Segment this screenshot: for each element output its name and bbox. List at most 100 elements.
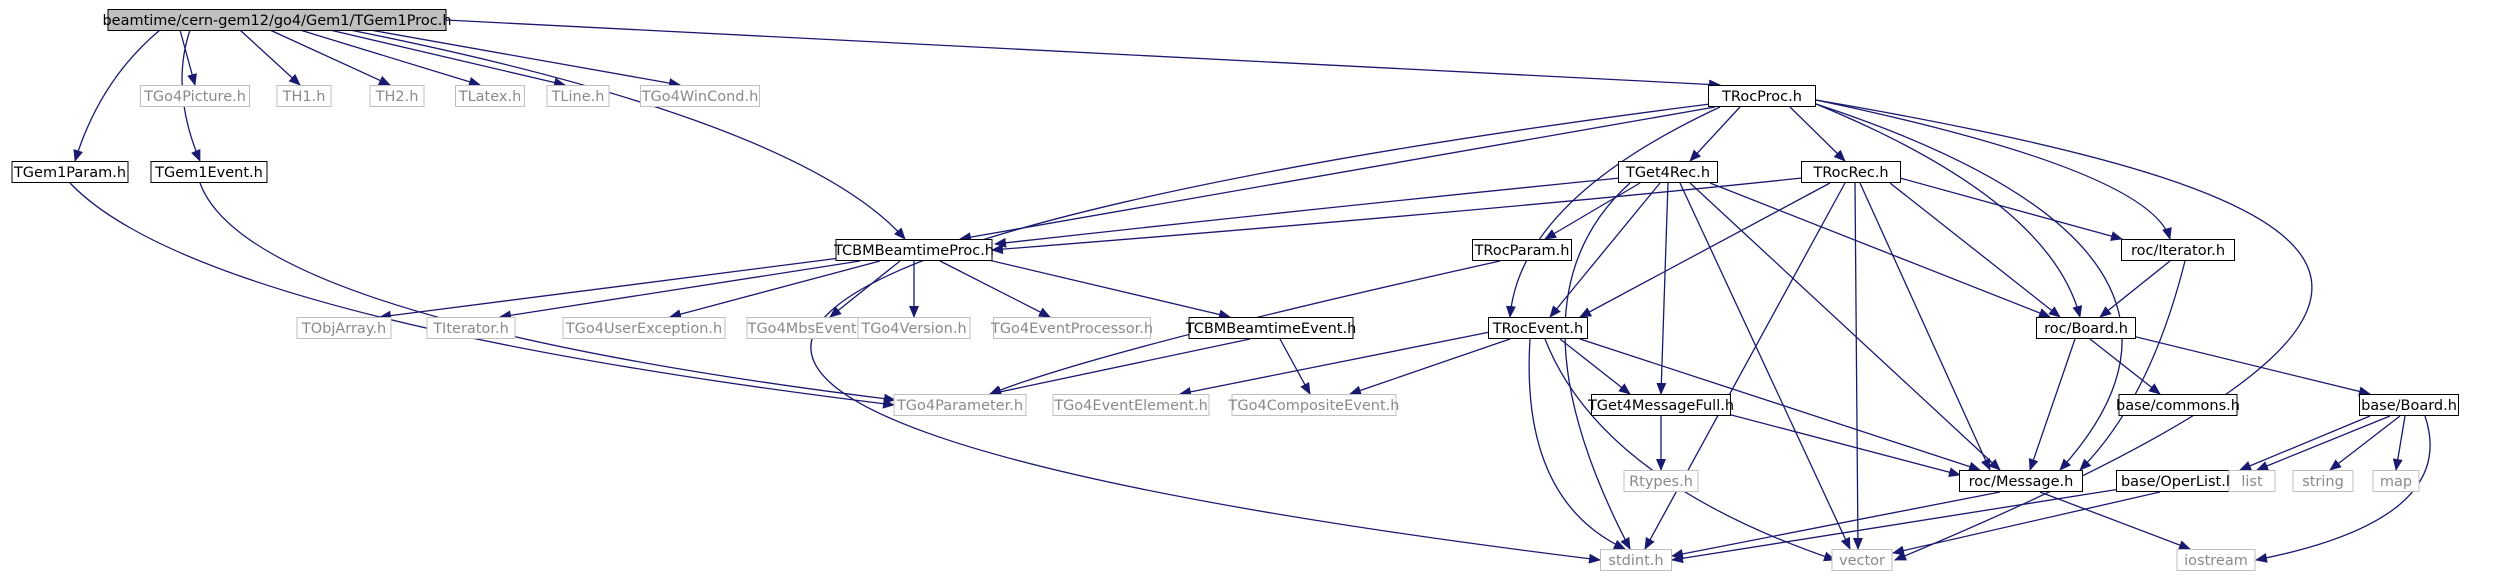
node-box-go4eventproc	[993, 317, 1151, 339]
edge-rocboard-to-rocmessage	[2028, 338, 2076, 471]
node-label-basecommons: base/commons.h	[2116, 398, 2240, 414]
node-rocboard[interactable]: roc/Board.h	[2036, 317, 2136, 339]
node-label-go4wincond: TGo4WinCond.h	[641, 89, 759, 105]
node-label-cbmevent: TCBMBeamtimeEvent.h	[1185, 321, 1357, 337]
edge-root-to-go4wincond	[369, 29, 681, 89]
node-th2: TH2.h	[369, 85, 425, 107]
node-cbmproc[interactable]: TCBMBeamtimeProc.h	[833, 239, 994, 261]
node-box-rocmessage	[1959, 470, 2083, 492]
node-label-rocmessage: roc/Message.h	[1969, 474, 2074, 490]
edge-trocrec-to-vector	[1852, 182, 1863, 550]
node-th1: TH1.h	[276, 85, 332, 107]
edge-rocboard-to-basecommons	[2089, 338, 2161, 395]
edge-cbmproc-to-cbmevent	[979, 257, 1231, 320]
node-tlatex: TLatex.h	[455, 85, 525, 107]
edge-trocproc-to-cbmproc	[959, 106, 1716, 243]
edge-trocproc-to-trocrec	[1789, 106, 1846, 162]
edge-tget4rec-to-vector	[1679, 182, 1851, 550]
node-label-iostream: iostream	[2184, 553, 2248, 569]
node-basecommons[interactable]: base/commons.h	[2116, 394, 2240, 416]
node-box-gem1event	[150, 161, 268, 183]
node-box-rociterator	[2121, 239, 2235, 261]
node-label-th2: TH2.h	[375, 89, 419, 105]
node-box-go4composite	[1231, 394, 1397, 416]
edge-baseoperlist-to-vector	[1892, 491, 2161, 556]
edge-root-to-tline	[329, 29, 566, 88]
node-cbmevent[interactable]: TCBMBeamtimeEvent.h	[1185, 317, 1357, 339]
node-box-th2	[369, 85, 425, 107]
node-gem1event[interactable]: TGem1Event.h	[150, 161, 268, 183]
node-tget4msgfull[interactable]: TGet4MessageFull.h	[1587, 394, 1734, 416]
node-titerator: TIterator.h	[426, 317, 516, 339]
node-label-go4param: TGo4Parameter.h	[896, 398, 1023, 414]
edge-trocevent-to-stdint	[1528, 338, 1626, 550]
node-tget4rec[interactable]: TGet4Rec.h	[1618, 161, 1718, 183]
node-map: map	[2372, 470, 2420, 492]
node-label-string: string	[2302, 474, 2344, 490]
node-list: list	[2228, 470, 2276, 492]
node-rociterator[interactable]: roc/Iterator.h	[2121, 239, 2235, 261]
node-baseoperlist[interactable]: base/OperList.h	[2116, 470, 2240, 492]
node-label-go4composite: TGo4CompositeEvent.h	[1228, 398, 1400, 414]
edge-cbmproc-to-titerator	[499, 260, 861, 321]
edge-cbmevent-to-go4param	[989, 338, 1251, 397]
node-box-go4userexc	[562, 317, 726, 339]
node-box-rocboard	[2036, 317, 2136, 339]
edge-trocparam-to-go4param	[989, 260, 1501, 395]
edge-cbmproc-to-go4eventproc	[939, 260, 1051, 318]
node-label-th1: TH1.h	[282, 89, 326, 105]
node-label-gem1event: TGem1Event.h	[154, 165, 263, 181]
node-stdint: stdint.h	[1600, 549, 1672, 571]
header-nodes: beamtime/cern-gem12/go4/Gem1/TGem1Proc.h…	[11, 9, 2459, 571]
node-label-rocboard: roc/Board.h	[2044, 321, 2128, 337]
node-box-vector	[1831, 549, 1893, 571]
edge-trocproc-to-rociterator	[1815, 99, 2172, 240]
node-box-stdint	[1600, 549, 1672, 571]
edge-trocproc-to-stdint	[810, 103, 1711, 564]
edge-trocrec-to-trocevent	[1579, 182, 1831, 318]
node-box-trocparam	[1472, 239, 1572, 261]
node-label-trocparam: TRocParam.h	[1474, 243, 1570, 259]
node-box-go4wincond	[640, 85, 760, 107]
node-box-tlatex	[455, 85, 525, 107]
node-tobjarray: TObjArray.h	[296, 317, 392, 339]
node-gem1param[interactable]: TGem1Param.h	[11, 161, 129, 183]
node-string: string	[2292, 470, 2354, 492]
node-box-cbmproc	[835, 239, 993, 261]
edge-trocproc-to-rocmessage	[1815, 103, 2123, 471]
node-root[interactable]: beamtime/cern-gem12/go4/Gem1/TGem1Proc.h	[102, 9, 452, 31]
node-box-go4picture	[140, 85, 250, 107]
node-label-tobjarray: TObjArray.h	[301, 321, 386, 337]
node-label-trocevent: TRocEvent.h	[1492, 321, 1583, 337]
node-box-trocrec	[1801, 161, 1901, 183]
edge-root-to-go4picture	[179, 29, 197, 86]
dependency-edges	[69, 19, 2431, 564]
node-rtypes: Rtypes.h	[1623, 470, 1699, 492]
node-label-baseboard: base/Board.h	[2361, 398, 2457, 414]
node-box-string	[2292, 470, 2354, 492]
node-box-go4param	[893, 394, 1027, 416]
edge-root-to-th1	[239, 29, 301, 86]
node-vector: vector	[1831, 549, 1893, 571]
node-iostream: iostream	[2176, 549, 2256, 571]
node-trocproc[interactable]: TRocProc.h	[1708, 85, 1816, 107]
node-box-go4version	[857, 317, 971, 339]
node-box-baseboard	[2359, 394, 2459, 416]
edge-trocevent-to-tget4msgfull	[1559, 338, 1631, 395]
edge-trocrec-to-rocboard	[1889, 182, 2061, 318]
node-go4version: TGo4Version.h	[857, 317, 971, 339]
node-trocparam[interactable]: TRocParam.h	[1472, 239, 1572, 261]
node-trocrec[interactable]: TRocRec.h	[1801, 161, 1901, 183]
node-label-cbmproc: TCBMBeamtimeProc.h	[833, 243, 994, 259]
node-go4picture: TGo4Picture.h	[140, 85, 250, 107]
node-baseboard[interactable]: base/Board.h	[2359, 394, 2459, 416]
node-box-root	[107, 9, 447, 31]
node-label-go4userexc: TGo4UserException.h	[565, 321, 722, 337]
node-trocevent[interactable]: TRocEvent.h	[1488, 317, 1588, 339]
node-box-tline	[546, 85, 610, 107]
node-rocmessage[interactable]: roc/Message.h	[1959, 470, 2083, 492]
node-box-rtypes	[1623, 470, 1699, 492]
edge-rociterator-to-rocboard	[2099, 260, 2171, 318]
node-go4eventproc: TGo4EventProcessor.h	[990, 317, 1153, 339]
